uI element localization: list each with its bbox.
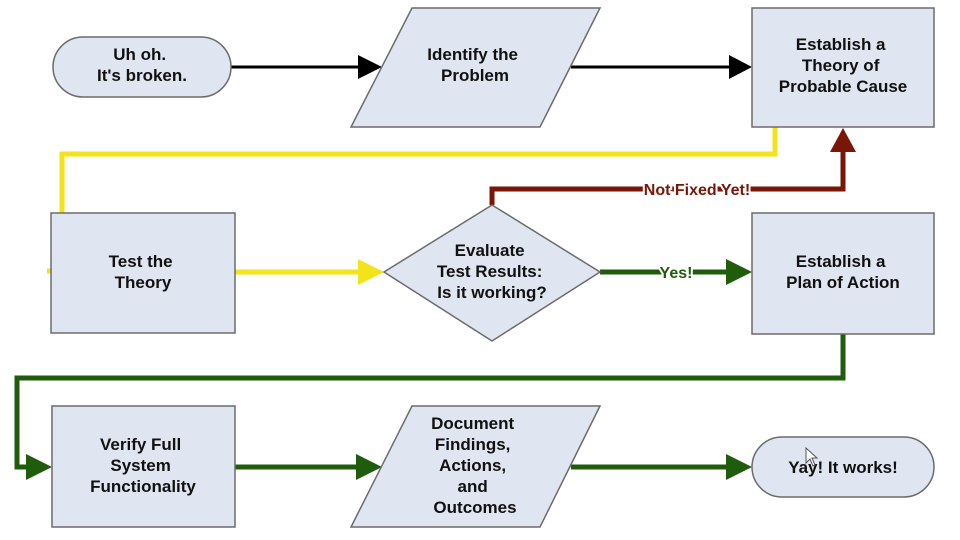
edge-evaluate-to-theory <box>489 150 846 205</box>
node-document-findings: Document Findings, Actions, and Outcomes <box>349 405 602 528</box>
node-start-terminator: Uh oh. It's broken. <box>52 36 232 98</box>
node-test-theory: Test the Theory <box>50 212 236 334</box>
node-evaluate-label: Evaluate Test Results: Is it working? <box>437 241 547 302</box>
node-document-label: Document Findings, Actions, and Outcomes <box>431 414 519 517</box>
node-test-label: Test the Theory <box>109 252 178 292</box>
node-establish-theory: Establish a Theory of Probable Cause <box>751 7 935 128</box>
edge-label-not-fixed: Not Fixed Yet! <box>644 182 750 199</box>
connectors <box>14 55 856 480</box>
arrowhead-start-to-identify <box>358 55 382 79</box>
edge-plan-to-verify <box>14 334 846 470</box>
node-end-label: Yay! It works! <box>788 458 898 477</box>
arrowhead-evaluate-to-plan <box>726 259 752 285</box>
arrowhead-test-to-evaluate <box>358 259 384 285</box>
mouse-pointer-icon <box>805 446 819 467</box>
node-plan-label: Establish a Plan of Action <box>786 252 900 292</box>
arrowhead-document-to-end <box>726 454 752 480</box>
node-identify-label: Identify the Problem <box>427 45 522 85</box>
node-verify-functionality: Verify Full System Functionality <box>51 405 236 528</box>
arrowhead-verify-to-document <box>356 454 382 480</box>
arrowhead-plan-to-verify <box>26 454 52 480</box>
node-identify-problem: Identify the Problem <box>349 7 602 128</box>
node-start-label: Uh oh. It's broken. <box>97 45 187 85</box>
node-end-terminator: Yay! It works! <box>751 436 935 498</box>
node-evaluate-results: Evaluate Test Results: Is it working? <box>382 204 602 342</box>
edge-theory-to-test <box>59 127 778 213</box>
arrowhead-identify-to-theory <box>729 55 752 79</box>
node-establish-plan: Establish a Plan of Action <box>751 212 935 335</box>
arrowhead-evaluate-to-theory <box>830 128 856 152</box>
node-theory-label: Establish a Theory of Probable Cause <box>779 35 908 96</box>
edge-label-yes: Yes! <box>660 265 693 282</box>
node-verify-label: Verify Full System Functionality <box>90 435 196 496</box>
